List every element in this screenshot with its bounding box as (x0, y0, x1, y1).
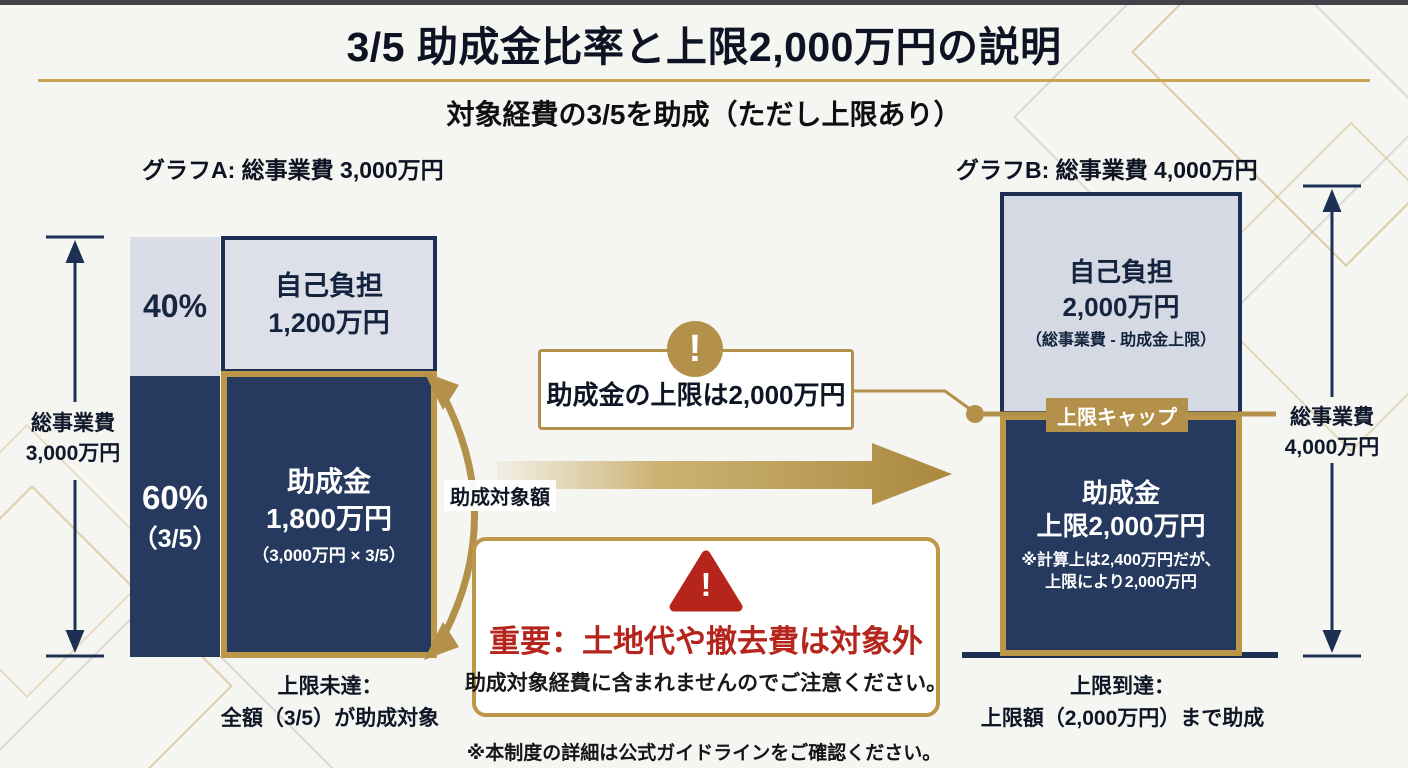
graph-a-subsidy-formula: （3,000万円 × 3/5） (252, 546, 406, 566)
graph-a-selfpay-title: 自己負担 (275, 271, 383, 302)
page-subtitle: 対象経費の3/5を助成（ただし上限あり） (446, 99, 962, 130)
graph-a-total-line1: 総事業費 (31, 412, 115, 435)
graph-a-subsidy-title: 助成金 (286, 465, 371, 497)
graph-a-title: グラフA: 総事業費 3,000万円 (142, 157, 444, 183)
graph-b-title: グラフB: 総事業費 4,000万円 (956, 157, 1258, 183)
graph-b-subsidy-amount: 上限2,000万円 (1036, 511, 1206, 542)
graph-a-caption-line1: 上限未達： (277, 675, 383, 698)
graph-b-caption-line2: 上限額（2,000万円）まで助成 (980, 706, 1265, 730)
graph-a-40pct-value: 40% (142, 288, 208, 324)
graph-a-total-label: 総事業費 3,000万円 (6, 409, 140, 470)
warning-triangle-icon: ! (668, 549, 744, 613)
graph-a-selfpay-amount: 1,200万円 (268, 307, 390, 338)
warning-title: 重要：土地代や撤去費は対象外 (489, 624, 923, 659)
title-divider (38, 79, 1370, 82)
graph-a-selfpay-box: 自己負担 1,200万円 (221, 236, 437, 373)
graph-b-caption: 上限到達： 上限額（2,000万円）まで助成 (950, 671, 1295, 734)
graph-b-subsidy-note1: ※計算上は2,400万円だが、 (1021, 552, 1221, 570)
graph-a-subsidy-amount: 1,800万円 (265, 503, 393, 535)
graph-b-total-label: 総事業費 4,000万円 (1258, 403, 1406, 464)
graph-b-selfpay-amount: 2,000万円 (1062, 292, 1180, 323)
graph-a-caption: 上限未達： 全額（3/5）が助成対象 (165, 671, 495, 734)
footnote: ※本制度の詳細は公式ガイドラインをご確認ください。 (466, 743, 942, 764)
warning-box: ! 重要：土地代や撤去費は対象外 助成対象経費に含まれませんのでご注意ください。 (465, 537, 947, 717)
page-title: 3/5 助成金比率と上限2,000万円の説明 (346, 24, 1062, 70)
limit-callout-text: 助成金の上限は2,000万円 (546, 380, 846, 410)
top-accent-bar (0, 0, 1408, 5)
flow-arrow (497, 443, 952, 505)
exclamation-circle-icon: ! (667, 321, 723, 377)
graph-b-selfpay-title: 自己負担 (1068, 257, 1173, 288)
warning-exclamation-glyph: ! (700, 566, 712, 603)
subsidy-target-label: 助成対象額 (444, 480, 556, 511)
graph-b-subsidy-note2: 上限により2,000万円 (1045, 573, 1197, 591)
graph-a-segment-60pct: 60% （3/5） (130, 376, 220, 657)
exclamation-glyph: ! (688, 328, 702, 370)
graph-b-caption-line1: 上限到達： (1070, 675, 1175, 698)
graph-a-caption-line2: 全額（3/5）が助成対象 (220, 706, 440, 730)
graph-a-60pct-fraction: （3/5） (132, 524, 218, 553)
warning-body: 助成対象経費に含まれませんのでご注意ください。 (464, 672, 948, 695)
graph-b-subsidy-title: 助成金 (1081, 477, 1160, 508)
graph-b-total-line1: 総事業費 (1290, 406, 1374, 429)
graph-a-subsidy-box: 助成金 1,800万円 （3,000万円 × 3/5） (221, 371, 437, 658)
graph-b-selfpay-box: 自己負担 2,000万円 （総事業費 - 助成金上限） (1000, 192, 1242, 415)
graph-b-subsidy-box: 助成金 上限2,000万円 ※計算上は2,400万円だが、 上限により2,000… (1000, 414, 1242, 656)
graph-a-segment-40pct: 40% (130, 237, 220, 376)
graph-b-total-line2: 4,000万円 (1284, 436, 1380, 460)
graph-a-total-line2: 3,000万円 (25, 442, 121, 466)
graph-a-60pct-value: 60% (141, 478, 209, 516)
cap-badge: 上限キャップ (1046, 398, 1188, 432)
graph-b-selfpay-formula: （総事業費 - 助成金上限） (1025, 332, 1217, 350)
